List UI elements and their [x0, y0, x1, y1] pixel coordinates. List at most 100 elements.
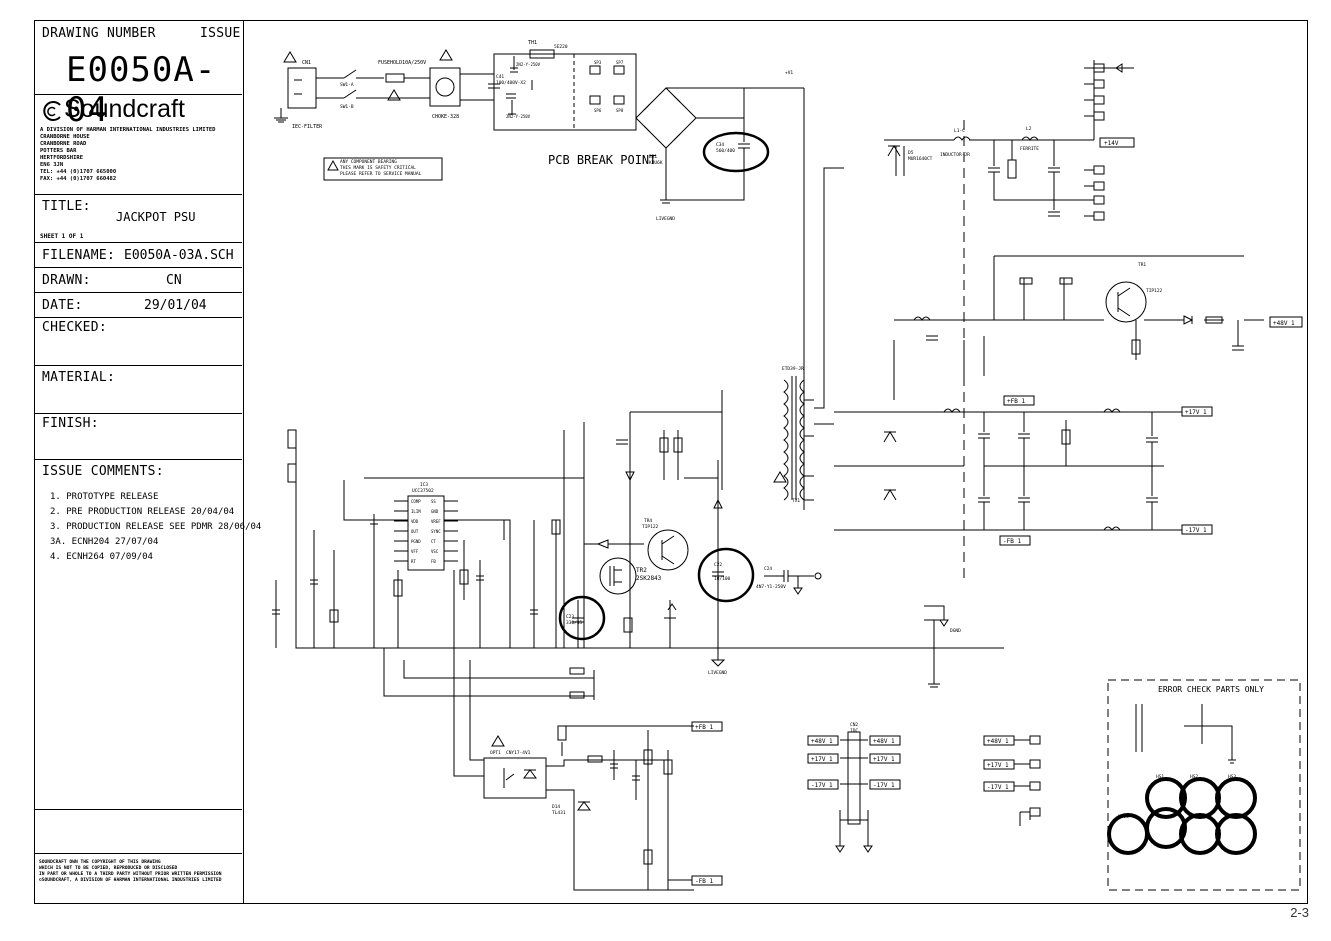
heatsink-icon: [1215, 813, 1257, 855]
cn2-label: CN2: [850, 722, 858, 728]
l2-label: L2: [1026, 126, 1032, 132]
filename-box: FILENAME: E0050A-03A.SCH: [34, 243, 242, 268]
heatsink-icon: [1145, 807, 1187, 849]
error-check-label: ERROR CHECK PARTS ONLY: [1158, 685, 1264, 694]
th1-value: 5E220: [554, 44, 568, 50]
heatsink-icon: [1215, 777, 1257, 819]
safety-note-line-1: ANY COMPONENT BEARING: [340, 159, 397, 165]
schematic-svg: CN1 IEC-FILTER SW1-A SW1-B FUSEHOLD10A/2…: [272, 40, 1303, 891]
svg-text:SP8: SP8: [616, 108, 624, 113]
c41-label: C41: [496, 74, 504, 80]
rail-48v-section: TR1 TIP122 +48V 1: [893, 255, 1303, 400]
svg-text:+FB 1: +FB 1: [695, 724, 713, 731]
svg-text:SP7: SP7: [616, 60, 624, 65]
c23-highlight-circle: [558, 595, 606, 641]
material-label: MATERIAL:: [42, 370, 116, 385]
drawn-label: DRAWN:: [42, 273, 91, 288]
svg-text:+17V 1: +17V 1: [873, 756, 895, 763]
material-box: MATERIAL:: [34, 366, 242, 414]
ic3-pin-label: VREF: [431, 519, 441, 524]
tr4-label: TR4: [644, 518, 652, 524]
drawing-number-label: DRAWING NUMBER: [42, 26, 156, 41]
th1-symbol: [529, 49, 555, 59]
ic3-pin-label: SYNC: [431, 529, 441, 534]
schematic-area: CN1 IEC-FILTER SW1-A SW1-B FUSEHOLD10A/2…: [244, 20, 1308, 904]
title-block: DRAWING NUMBER ISSUE E0050A-04 Soundcraf…: [34, 20, 261, 904]
c34-label: C34: [716, 142, 724, 148]
opt1-label: OPT1: [490, 750, 501, 756]
transformer-tx1: ETD39-JR TX1: [773, 167, 844, 504]
soundcraft-logo-icon: [43, 101, 61, 121]
hs2-label: HS2: [1190, 774, 1198, 780]
tr1-label: TR1: [1138, 262, 1146, 268]
address-line: A DIVISION OF HARMAN INTERNATIONAL INDUS…: [40, 127, 216, 133]
rail-minus17v-label: -17V 1: [1185, 527, 1207, 534]
svg-text:SP6: SP6: [594, 108, 602, 113]
rail-17v-label: +17V 1: [1185, 409, 1207, 416]
d14-label: D14: [552, 804, 560, 810]
v1-label: +V1: [785, 70, 793, 76]
c24-label: C24: [764, 566, 772, 572]
issue-label: ISSUE: [200, 26, 241, 41]
copyright-line: IN PART OR WHOLE TO A THIRD PARTY WITHOU…: [39, 872, 222, 877]
bridge-rectifier-br1: BR1 KBU6K LIVEGND C34 560/400 +V1: [635, 70, 805, 510]
svg-text:-FB 1: -FB 1: [695, 878, 713, 885]
finish-label: FINISH:: [42, 416, 99, 431]
ic3-pin-label: VFF: [411, 549, 419, 554]
iec-filter-symbol: [287, 67, 317, 109]
rail-14v-section: L1-C INDUCTOR-JR L2 FERRITE D5 MUR1640CT…: [884, 60, 1135, 221]
c34-value: 560/400: [716, 148, 735, 154]
connector-cn2: CN2 IDC +48V 1 +17V 1 -17V 1 +48V 1 +17V…: [807, 722, 901, 853]
checked-label: CHECKED:: [42, 320, 108, 335]
safety-note-line-2: THIS MARK IS SAFETY CRITICAL: [340, 165, 416, 171]
dgnd-label: DGND: [950, 628, 961, 634]
safety-warning-icon: [491, 735, 505, 747]
page-number: 2-3: [1290, 905, 1309, 920]
l1c-label: L1-C: [954, 128, 965, 134]
safety-warning-icon: [773, 471, 787, 483]
svg-text:+48V 1: +48V 1: [987, 738, 1009, 745]
rail-17v-section: +FB 1 +17V 1 -17V 1 -FB 1: [834, 395, 1213, 546]
br1-label: BR1: [649, 154, 657, 160]
livegnd-label: LIVEGND: [656, 216, 675, 222]
drawn-box: DRAWN: CN: [34, 268, 242, 293]
choke-symbol: [429, 67, 461, 107]
copyright-line: WHICH IS NOT TO BE COPIED, REPRODUCED OR…: [39, 866, 178, 871]
safety-note: ANY COMPONENT BEARING THIS MARK IS SAFET…: [323, 157, 443, 181]
c23-label: C23: [566, 614, 574, 620]
l2-type: FERRITE: [1020, 146, 1039, 152]
heatsink-icon: [1107, 813, 1149, 855]
issue-comment-item: 2. PRE PRODUCTION RELEASE 20/04/04: [50, 507, 235, 517]
tr2-part: 2SK2843: [636, 575, 662, 582]
c23-value: 330/35: [566, 620, 583, 626]
svg-text:-17V 1: -17V 1: [873, 782, 895, 789]
svg-text:SP3: SP3: [594, 60, 602, 65]
tr4-part: TIP122: [642, 524, 659, 530]
rail-minus17v-flag: [1181, 524, 1213, 535]
sheet-count: SHEET 1 OF 1: [40, 233, 84, 240]
ic3-pin-label: FB: [431, 559, 436, 564]
filename-value: E0050A-03A.SCH: [124, 248, 234, 263]
rail-48v-flag: [1269, 316, 1303, 328]
safety-note-line-3: PLEASE REFER TO SERVICE MANUAL: [340, 171, 422, 177]
address-line: HERTFORDSHIRE: [40, 155, 84, 161]
safety-warning-icon: [387, 89, 401, 101]
tr1-transistor: [1105, 281, 1147, 323]
svg-text:+48V 1: +48V 1: [873, 738, 895, 745]
safety-warning-icon: [439, 49, 453, 61]
ic3-part: UCC37502: [412, 488, 434, 494]
tr1-part: TIP122: [1146, 288, 1163, 294]
company-name: Soundcraft: [64, 95, 185, 123]
cn2-48v-right-flag: [869, 735, 901, 746]
svg-text:-17V 1: -17V 1: [987, 784, 1009, 791]
cn2-part: IDC: [850, 728, 858, 734]
pcb-break-point-label: PCB BREAK POINT: [548, 153, 656, 167]
d5-part: MUR1640CT: [908, 156, 933, 162]
filename-label: FILENAME:: [42, 248, 116, 263]
c24-value: 4N7-Y1-250V: [756, 584, 786, 590]
fb-minus-label: -FB 1: [1003, 538, 1021, 545]
cn2-48v-left-flag: [807, 735, 839, 746]
error-check-panel: ERROR CHECK PARTS ONLY HS1 HS2 HS3 HS10: [1107, 679, 1301, 891]
copyright-line: ©SOUNDCRAFT, A DIVISION OF HARMAN INTERN…: [39, 878, 222, 883]
